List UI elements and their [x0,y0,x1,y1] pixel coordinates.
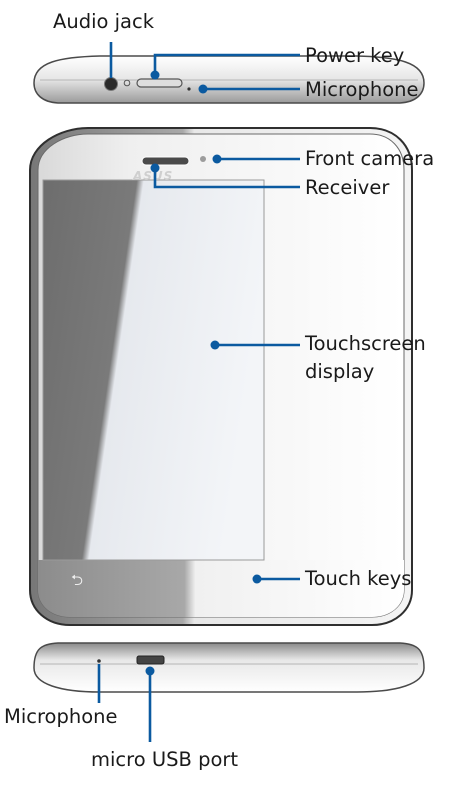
front-speaker-grill [141,156,190,166]
headphone-icon [123,79,131,87]
label-microphone-top: Microphone [305,78,419,101]
label-touchscreen-line2: display [305,360,375,383]
touchscreen-display [42,179,265,561]
back-key-icon: ⮌ [71,571,83,589]
phone-front: ASUS ⮌ [29,127,413,626]
asus-logo: ASUS [132,169,173,183]
label-power-key: Power key [305,44,405,67]
audio-jack-port [104,77,118,91]
proximity-sensor [200,156,206,162]
label-touch-keys: Touch keys [305,567,412,590]
microphone-top-hole [187,87,191,91]
label-touchscreen-line1: Touchscreen [305,332,426,355]
label-receiver: Receiver [305,176,390,199]
label-audio-jack: Audio jack [53,10,155,33]
label-front-camera: Front camera [305,147,435,170]
callout-dots [145,70,262,676]
label-micro-usb-port: micro USB port [91,748,239,771]
label-microphone-bottom: Microphone [4,705,118,728]
microphone-bottom-hole [97,659,101,663]
phone-bottom-edge [33,642,425,693]
micro-usb-port [136,655,165,665]
phone-top-edge [33,55,425,104]
power-key [136,78,183,88]
callout-lines [97,42,300,742]
